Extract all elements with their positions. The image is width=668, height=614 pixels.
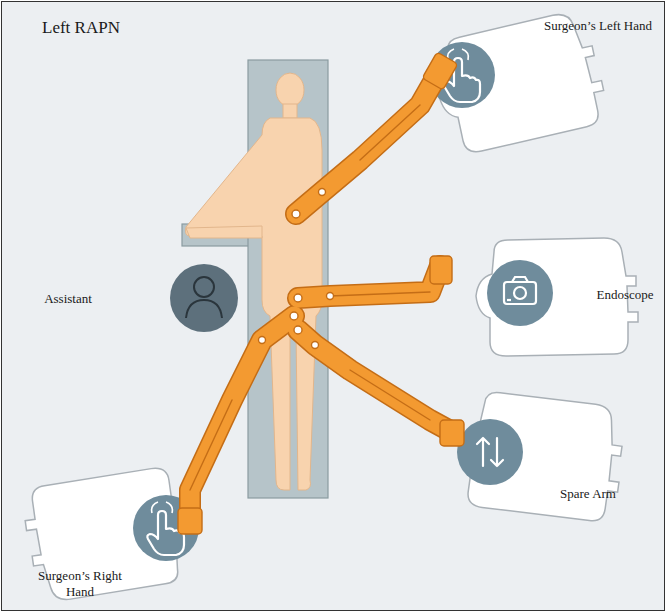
position-label: Surgeon’s Right Hand (24, 568, 136, 599)
diagram-title: Left RAPN (42, 18, 120, 38)
position-label: Surgeon’s Left Hand (542, 18, 654, 34)
position-label: Assistant (23, 291, 113, 307)
position-label: Endoscope (586, 287, 664, 303)
position-label: Spare Arm (543, 486, 633, 502)
